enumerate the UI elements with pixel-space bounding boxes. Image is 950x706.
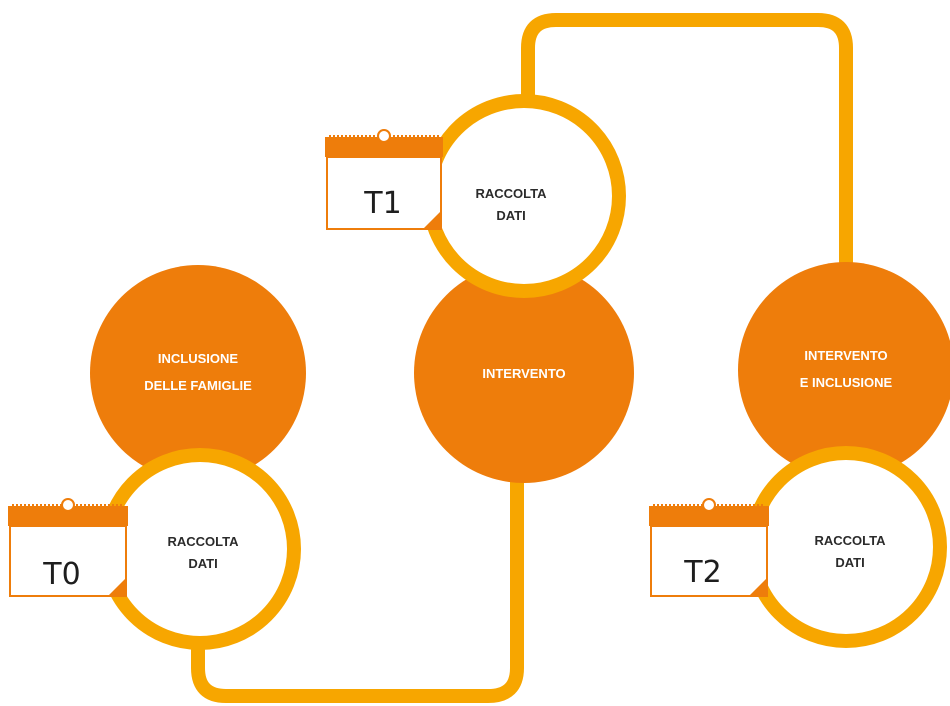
calendar-time-label: T2: [683, 555, 721, 590]
calendar-icon: T1: [325, 129, 443, 230]
calendar-icon: T2: [649, 498, 769, 597]
calendar-time-label: T1: [363, 186, 401, 221]
stage-intervento: INTERVENTO: [414, 263, 634, 483]
calendar-time-label: T0: [42, 557, 80, 592]
stage-label-line1: INTERVENTO: [482, 366, 565, 381]
collection-label-line1: RACCOLTA: [167, 534, 239, 549]
stage-circle: [414, 263, 634, 483]
stage-label-line2: DELLE FAMIGLIE: [144, 378, 252, 393]
collection-label-line2: DATI: [188, 556, 217, 571]
stage-inclusione-famiglie: INCLUSIONE DELLE FAMIGLIE: [90, 265, 306, 481]
collection-label-line2: DATI: [835, 555, 864, 570]
stage-label-line1: INCLUSIONE: [158, 351, 239, 366]
stage-label-line2: E INCLUSIONE: [800, 375, 893, 390]
collection-t0: RACCOLTA DATI: [99, 448, 301, 650]
stage-label-line1: INTERVENTO: [804, 348, 887, 363]
collection-label-line1: RACCOLTA: [475, 186, 547, 201]
stage-circle: [738, 262, 950, 478]
collection-label-line2: DATI: [496, 208, 525, 223]
connector-t1-t2: [521, 13, 853, 269]
calendar-icon: T0: [8, 498, 128, 597]
collection-t1: RACCOLTA DATI: [422, 94, 626, 298]
stage-circle: [90, 265, 306, 481]
stage-intervento-inclusione: INTERVENTO E INCLUSIONE: [738, 262, 950, 478]
collection-label-line1: RACCOLTA: [814, 533, 886, 548]
collection-t2: RACCOLTA DATI: [745, 446, 947, 648]
connector-t0-t1: [191, 448, 524, 703]
collection-ring: [99, 448, 301, 650]
